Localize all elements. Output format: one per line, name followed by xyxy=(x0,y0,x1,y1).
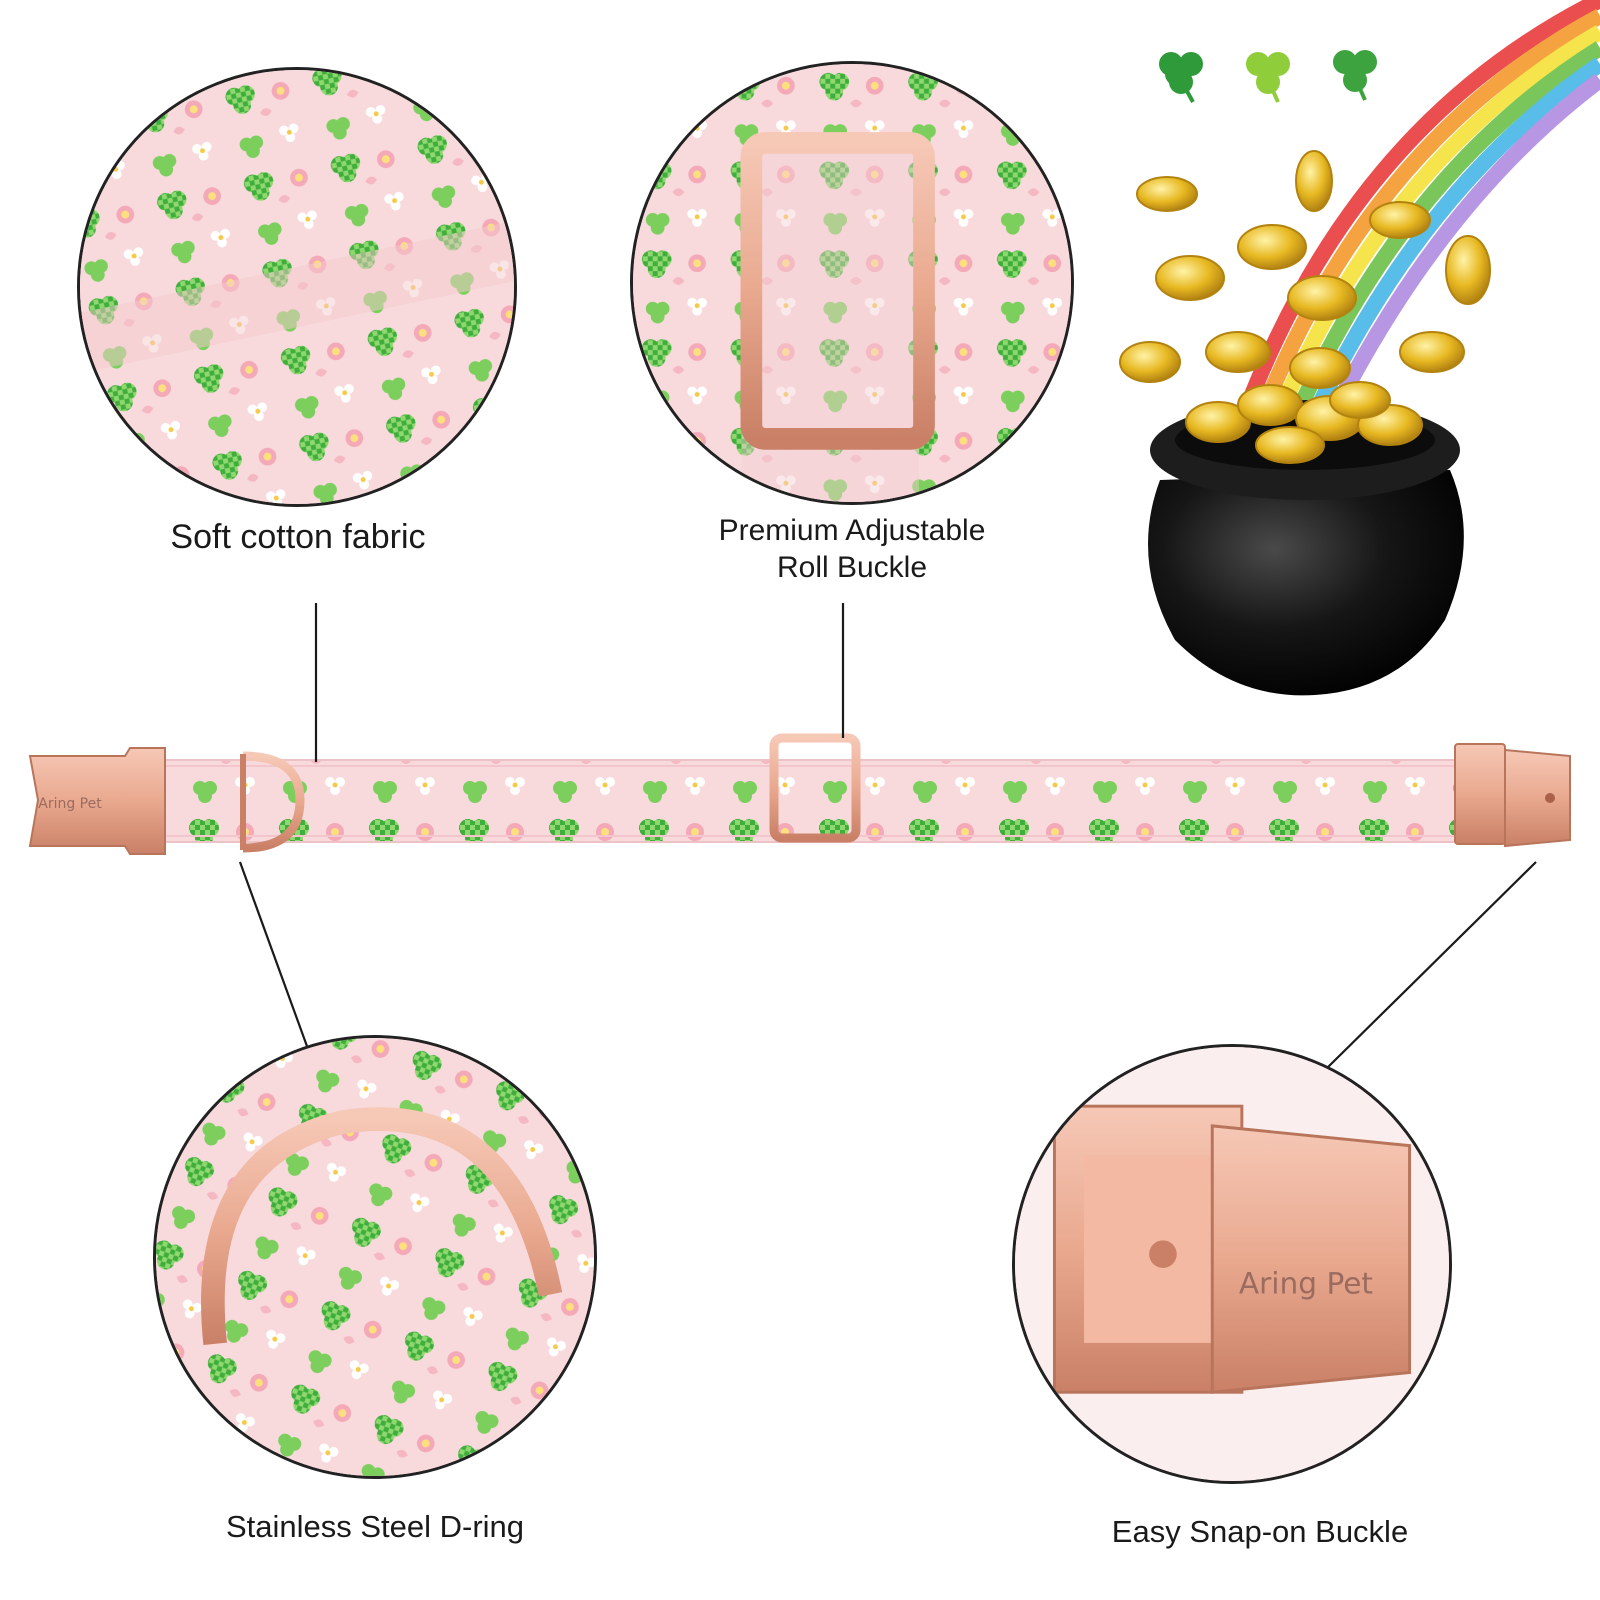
svg-text:Aring Pet: Aring Pet xyxy=(1239,1267,1373,1301)
rainbow-icon xyxy=(1242,0,1600,424)
d-ring-label: Stainless Steel D-ring xyxy=(225,1509,525,1544)
roll-buckle-label: Premium Adjustable Roll Buckle xyxy=(672,512,1032,586)
roll-buckle-label-line1: Premium Adjustable xyxy=(718,514,986,547)
fabric-label: Soft cotton fabric xyxy=(170,518,426,556)
roll-buckle-closeup xyxy=(630,61,1074,505)
snap-buckle-icon: Aring Pet xyxy=(28,747,166,855)
snap-buckle-label: Easy Snap-on Buckle xyxy=(1111,1514,1409,1549)
roll-buckle-label-line2: Roll Buckle xyxy=(776,551,928,584)
pot-of-gold-icon xyxy=(1148,381,1464,696)
gold-coin-icon xyxy=(1119,150,1491,389)
d-ring-icon xyxy=(240,751,305,853)
leader-lines xyxy=(238,603,1537,1071)
snap-buckle-icon xyxy=(1454,743,1571,848)
collar-strap xyxy=(159,759,1481,843)
snap-buckle-closeup: Aring Pet xyxy=(1012,1044,1452,1484)
shamrock-icon xyxy=(1159,50,1377,103)
roll-buckle-icon xyxy=(769,733,861,843)
svg-text:Aring Pet: Aring Pet xyxy=(38,796,102,812)
fabric-closeup xyxy=(77,67,517,507)
d-ring-closeup xyxy=(153,1035,597,1479)
